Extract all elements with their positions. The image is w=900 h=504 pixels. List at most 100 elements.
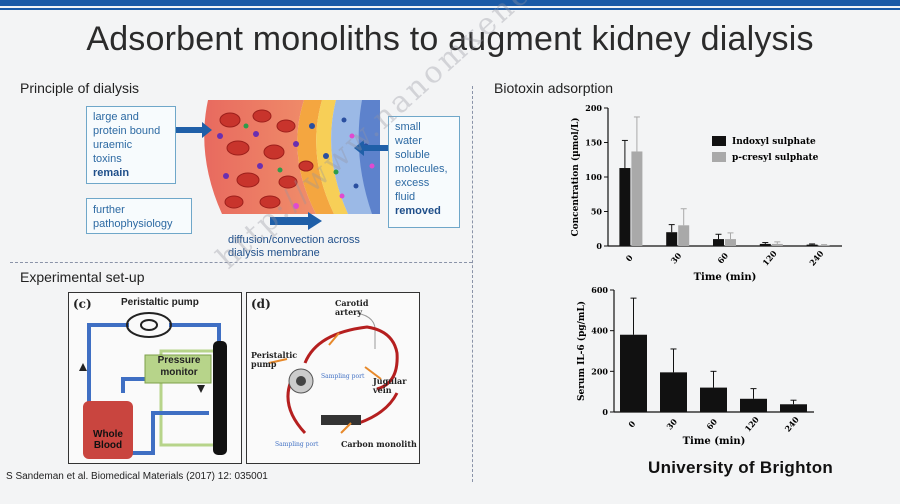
bar (759, 243, 771, 246)
removed-line-4: molecules, (395, 163, 448, 175)
pressure-line-1: Pressure (157, 355, 201, 366)
whole-blood-label: Whole Blood (83, 429, 133, 451)
bar (678, 225, 690, 246)
principle-heading: Principle of dialysis (20, 80, 140, 96)
remain-box: large and protein bound uraemic toxins r… (86, 106, 176, 184)
blood-line-1: Whole (93, 429, 123, 440)
circuit-d-diagram (268, 312, 399, 435)
panel-d-letter: (d) (251, 297, 271, 311)
y-tick-label: 50 (591, 207, 603, 217)
y-tick-label: 0 (602, 407, 608, 417)
remain-line-1: large and (93, 111, 139, 123)
pressure-monitor-label: Pressure monitor (147, 355, 211, 379)
carbon-monolith-label: Carbon monolith (341, 439, 417, 449)
arrow-left-icon (354, 140, 388, 156)
pathophysiology-box: further pathophysiology (86, 198, 192, 234)
y-tick-label: 0 (596, 241, 602, 251)
jugular-line-1: Jugular (373, 376, 407, 386)
citation: S Sandeman et al. Biomedical Materials (… (6, 471, 268, 482)
removed-line-6: fluid (395, 191, 416, 203)
remain-line-2: protein bound (93, 125, 161, 137)
membrane-arrow-icon (270, 212, 322, 230)
slide-title: Adsorbent monoliths to augment kidney di… (86, 20, 814, 58)
remain-line-4: toxins (93, 153, 122, 165)
bar (771, 243, 783, 246)
jugular-line-2: vein (373, 385, 392, 395)
panel-c-letter: (c) (73, 297, 92, 311)
x-tick-label: 30 (664, 416, 679, 431)
x-tick-label: 240 (807, 248, 826, 268)
vertical-divider (472, 86, 473, 482)
x-tick-label: 120 (760, 248, 779, 268)
top-accent-bar (0, 0, 900, 6)
removed-line-3: soluble (395, 149, 430, 161)
carotid-line-2: artery (335, 307, 363, 317)
bar (631, 151, 643, 246)
removed-line-1: small (395, 121, 421, 133)
sampling-port-label-bottom: Sampling port (275, 441, 319, 448)
panel-c: (c) Peristaltic pump Pressure monitor Wh… (68, 292, 242, 464)
pump-d-line-2: pump (251, 359, 277, 369)
circuit-c-diagram (79, 312, 227, 459)
pump-d-label: Peristaltic pump (251, 351, 297, 369)
pump-label: Peristaltic pump (121, 297, 199, 308)
further-line-2: pathophysiology (93, 218, 173, 230)
x-tick-label: 60 (704, 416, 719, 431)
bar (780, 404, 807, 412)
removed-box: small water soluble molecules, excess fl… (388, 116, 460, 228)
legend-label: p-cresyl sulphate (732, 153, 819, 163)
membrane-caption-line-1: diffusion/convection across (228, 234, 360, 246)
y-tick-label: 200 (591, 366, 608, 376)
removed-line-5: excess (395, 177, 430, 189)
bar (818, 245, 830, 246)
pressure-line-2: monitor (160, 367, 198, 378)
horizontal-divider (10, 262, 472, 263)
remain-bold: remain (93, 167, 130, 179)
membrane-caption: diffusion/convection across dialysis mem… (228, 234, 360, 260)
x-axis-label: Time (min) (683, 436, 746, 447)
experimental-heading: Experimental set-up (20, 269, 145, 285)
bar (740, 398, 767, 412)
x-tick-label: 240 (783, 414, 802, 434)
bar (725, 239, 736, 246)
y-tick-label: 100 (585, 172, 602, 182)
legend-swatch (712, 136, 726, 146)
removed-bold: removed (395, 205, 441, 217)
membrane-caption-line-2: dialysis membrane (228, 247, 320, 259)
x-tick-label: 60 (715, 250, 730, 265)
pump-d-line-1: Peristaltic (251, 350, 298, 360)
y-axis-label: Serum IL-6 (pg/mL) (576, 301, 587, 401)
bar (620, 334, 647, 412)
further-line-1: further (93, 204, 125, 216)
arrow-right-icon (176, 122, 212, 138)
sampling-port-label-top: Sampling port (321, 373, 365, 380)
y-tick-label: 200 (585, 103, 602, 113)
carotid-line-1: Carotid (335, 298, 369, 308)
biotoxin-heading: Biotoxin adsorption (494, 80, 614, 96)
x-tick-label: 0 (623, 252, 635, 263)
bar (806, 244, 818, 246)
x-tick-label: 120 (743, 414, 762, 434)
legend-label: Indoxyl sulphate (732, 137, 816, 147)
bar (660, 372, 687, 412)
carotid-label: Carotid artery (335, 299, 368, 317)
removed-line-2: water (395, 135, 422, 147)
x-tick-label: 30 (668, 250, 683, 265)
bar (619, 168, 631, 246)
legend-swatch (712, 152, 726, 162)
jugular-label: Jugular vein (373, 377, 406, 395)
panel-d: (d) Carotid artery Peristaltic pump Jugu… (246, 292, 420, 464)
y-axis-label: Concentration (µmol/L) (570, 117, 581, 236)
top-accent-line (0, 8, 900, 10)
y-tick-label: 600 (591, 285, 608, 295)
dialysis-membrane-illustration (204, 100, 380, 214)
bar (666, 232, 678, 246)
bar (713, 239, 724, 246)
y-tick-label: 150 (585, 138, 602, 148)
x-tick-label: 0 (626, 418, 638, 429)
university-logo-text: University of Brighton (648, 458, 834, 477)
bar (700, 387, 727, 412)
remain-line-3: uraemic (93, 139, 133, 151)
